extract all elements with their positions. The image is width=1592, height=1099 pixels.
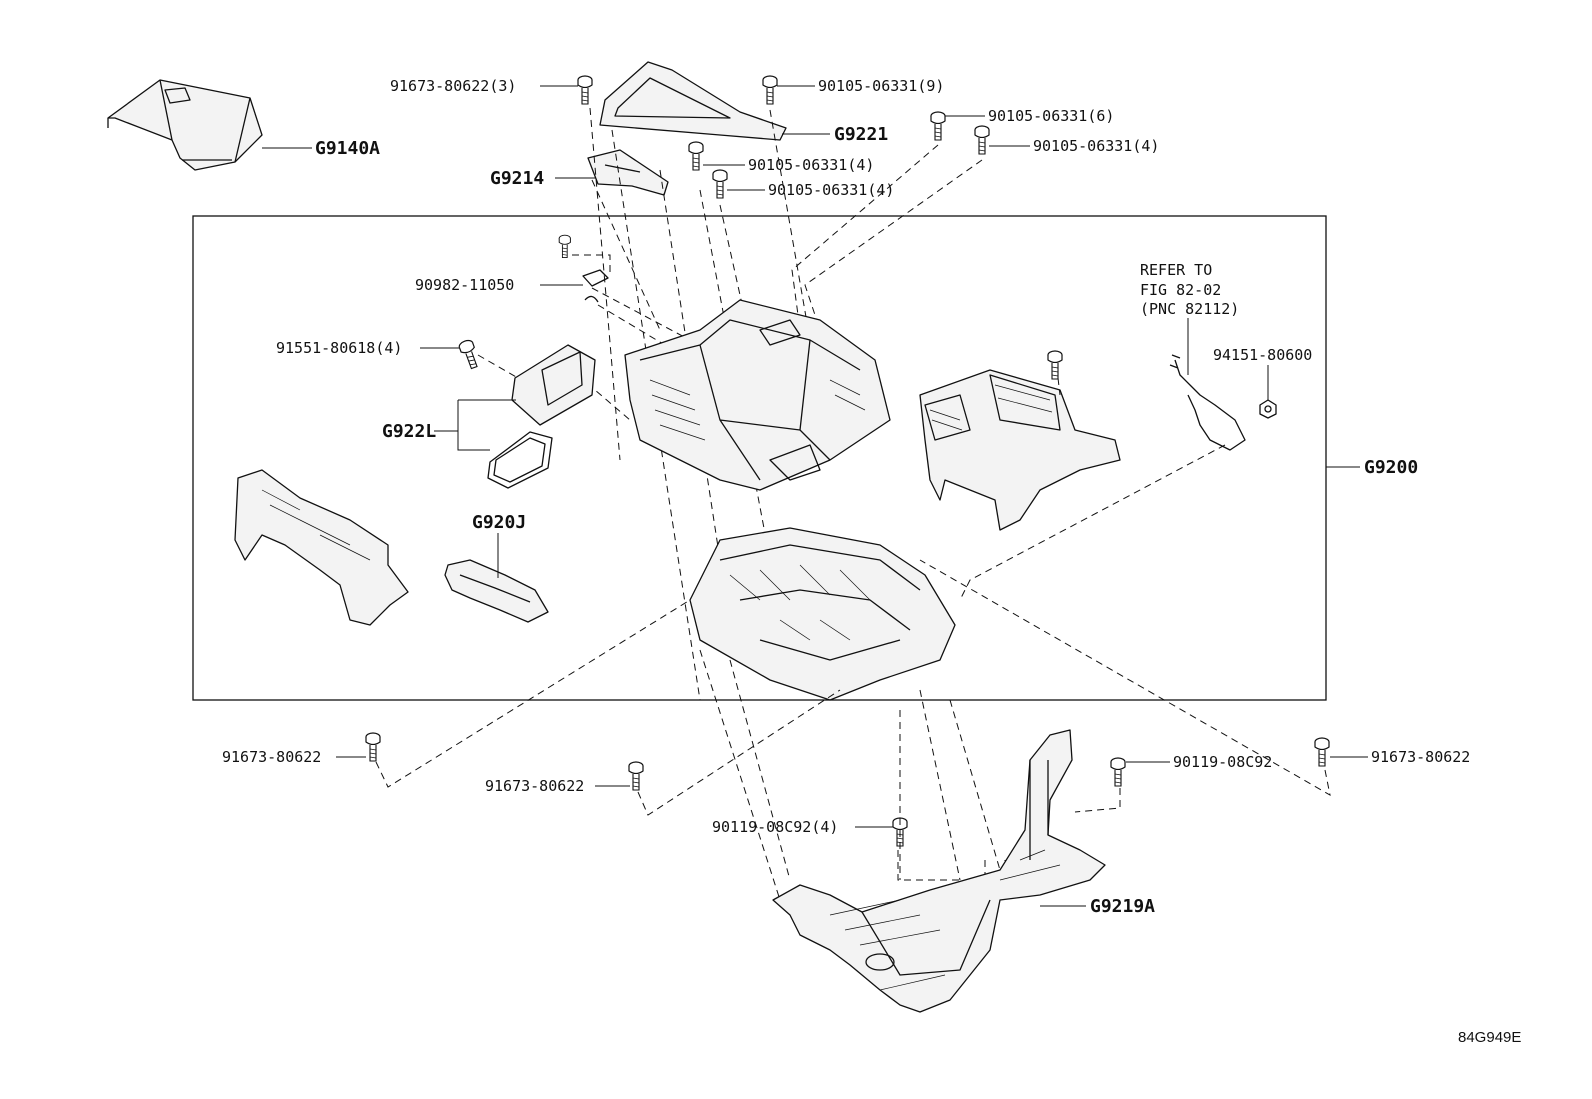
bolt-icon	[712, 169, 728, 199]
bolt-icon	[1110, 757, 1126, 787]
bolt-icon	[974, 125, 990, 155]
bolt-icon	[1047, 350, 1063, 380]
label-91673-top: 91673-80622(3)	[390, 77, 516, 95]
label-90119-right: 90119-08C92	[1173, 753, 1272, 771]
bolt-icon	[457, 338, 482, 371]
label-g922l: G922L	[382, 421, 436, 442]
left-bracket	[234, 469, 409, 626]
control-board	[919, 369, 1121, 531]
label-91551: 91551-80618(4)	[276, 339, 402, 357]
bolt-icon	[688, 141, 704, 171]
label-90105-4-right: 90105-06331(4)	[1033, 137, 1159, 155]
assembly-frame	[192, 215, 1327, 701]
bolt-icon	[365, 732, 381, 762]
label-90105-4-b: 90105-06331(4)	[768, 181, 894, 199]
bracket-g9219a	[772, 729, 1106, 1013]
drawing-number: 84G949E	[1458, 1029, 1521, 1046]
label-90105-9: 90105-06331(9)	[818, 77, 944, 95]
gasket-icon	[487, 431, 553, 489]
bolt-icon	[762, 75, 778, 105]
cover-g9140a	[107, 79, 263, 171]
bolt-icon	[628, 761, 644, 791]
label-g9221: G9221	[834, 124, 888, 145]
nut-icon	[1259, 399, 1277, 419]
inverter-lower-board	[689, 527, 956, 701]
sensor-harness	[1169, 354, 1246, 451]
bolt-icon	[558, 234, 571, 259]
label-90982: 90982-11050	[415, 276, 514, 294]
label-refer-2: FIG 82-02	[1140, 281, 1221, 299]
bolt-icon	[930, 111, 946, 141]
label-g9140a: G9140A	[315, 138, 380, 159]
label-91673-mid: 91673-80622	[485, 777, 584, 795]
label-g9219a: G9219A	[1090, 896, 1155, 917]
label-94151: 94151-80600	[1213, 346, 1312, 364]
label-91673-left: 91673-80622	[222, 748, 321, 766]
inverter-upper-housing	[624, 299, 891, 491]
label-g920j: G920J	[472, 512, 526, 533]
label-90105-6: 90105-06331(6)	[988, 107, 1114, 125]
label-g9214: G9214	[490, 168, 544, 189]
plate-g9221	[599, 61, 787, 141]
part-g920j	[444, 559, 549, 623]
bolt-icon	[1314, 737, 1330, 767]
label-g9200: G9200	[1364, 457, 1418, 478]
label-refer-1: REFER TO	[1140, 261, 1212, 279]
bolt-icon	[577, 75, 593, 105]
cover-g922l	[511, 344, 596, 426]
bracket-g9214	[587, 149, 669, 196]
label-refer-3: (PNC 82112)	[1140, 300, 1239, 318]
label-91673-right: 91673-80622	[1371, 748, 1470, 766]
label-90105-4-a: 90105-06331(4)	[748, 156, 874, 174]
clip-icon	[572, 254, 611, 303]
